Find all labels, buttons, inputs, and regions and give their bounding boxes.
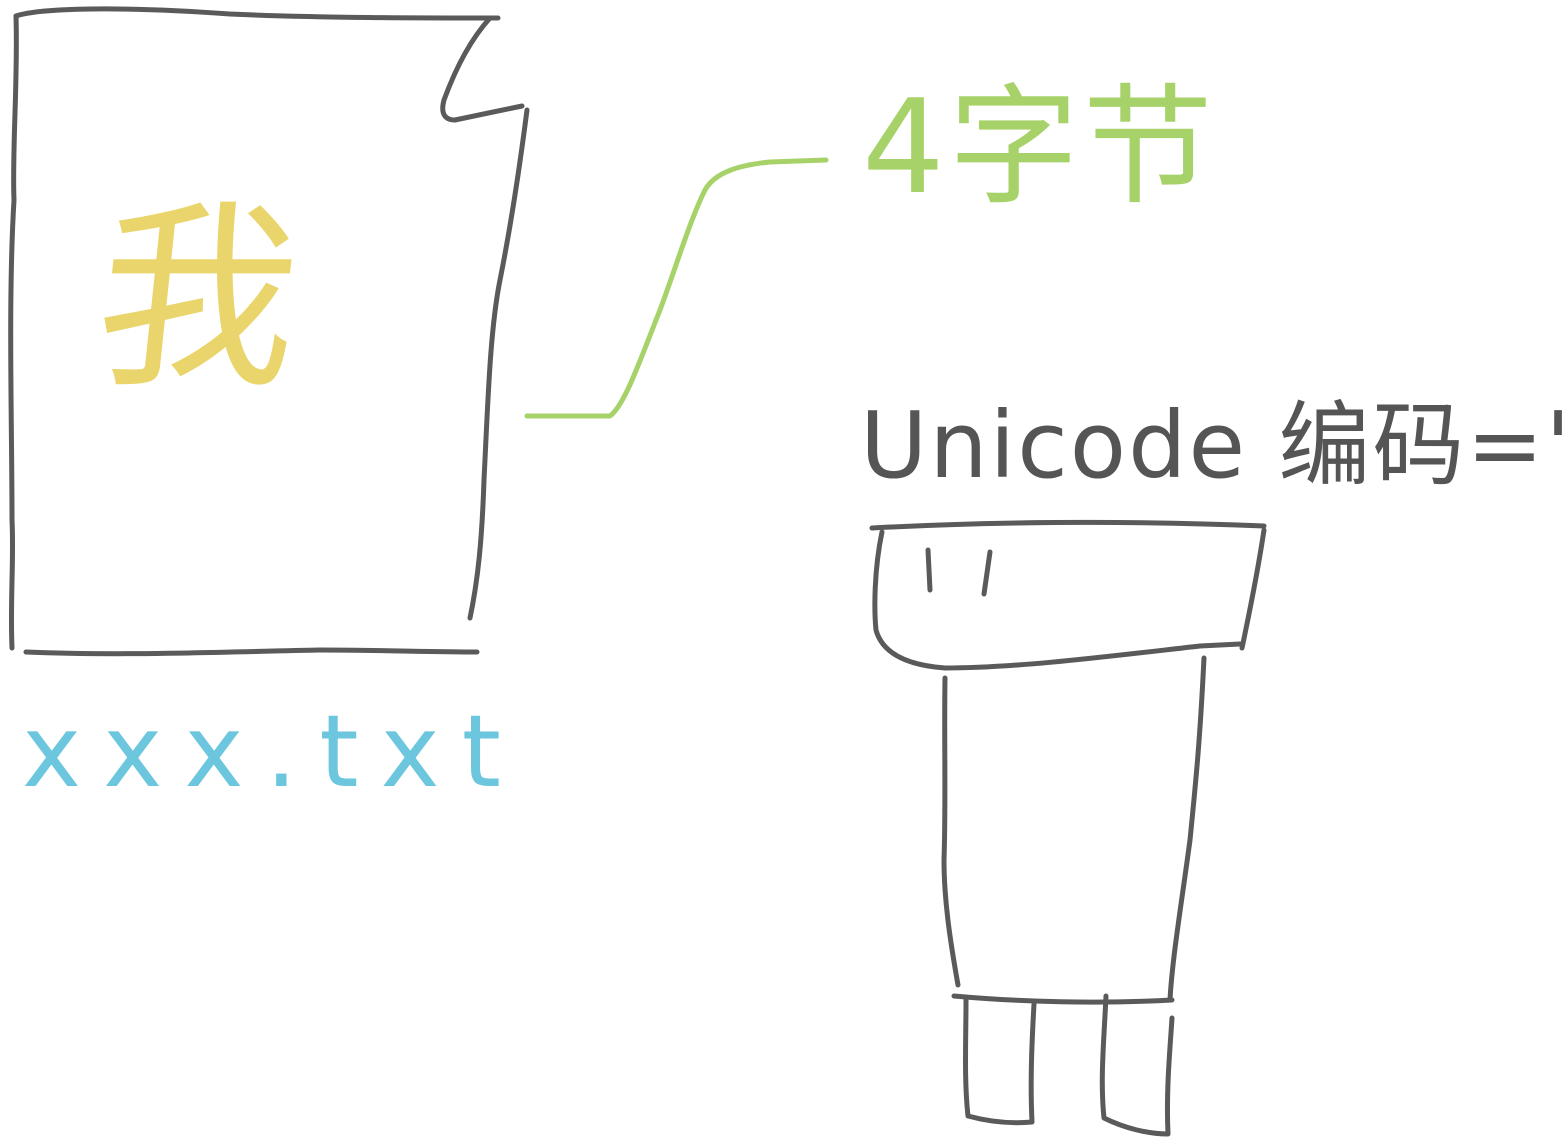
byte-size-label: 4字节 — [862, 71, 1217, 223]
connector-line — [524, 157, 829, 419]
person-figure — [869, 519, 1267, 1137]
unicode-encoding-label: Unicode 编码="失" — [860, 392, 1564, 499]
file-name-label: xxx.txt — [22, 693, 523, 810]
file-content-char: 我 — [85, 183, 311, 416]
file-document-outline — [8, 6, 530, 657]
